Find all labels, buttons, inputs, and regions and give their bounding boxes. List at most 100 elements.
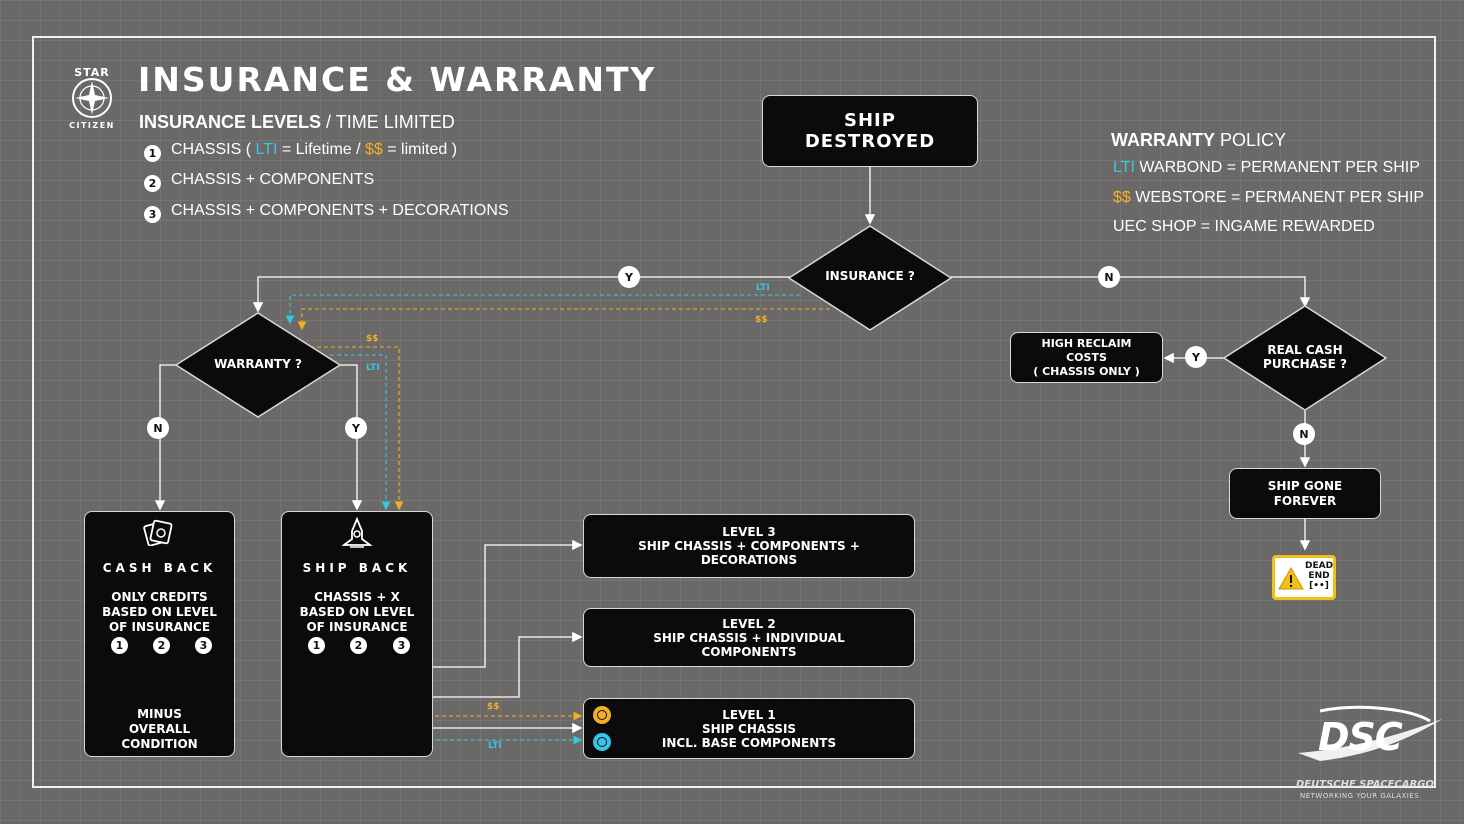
edge-money-insurance-warranty: [297, 308, 830, 331]
warranty-diamond: [175, 312, 341, 418]
levels-heading-rest: / TIME LIMITED: [326, 112, 455, 132]
logo-top-text: STAR: [74, 66, 110, 79]
cash-back-num-1: 1: [111, 637, 128, 654]
warranty-item-1-tag: LTI: [1113, 159, 1135, 176]
warranty-question: WARRANTY ?: [214, 357, 302, 371]
realcash-no-badge: N: [1293, 423, 1315, 445]
edge-lti-insurance-warranty: [285, 294, 800, 325]
edge-insurance-no: [950, 276, 1311, 308]
level-2-node: LEVEL 2 SHIP CHASSIS + INDIVIDUAL COMPON…: [583, 608, 915, 667]
level-1-lti: LTI: [255, 141, 278, 158]
cash-back-result-3: CONDITION: [121, 737, 198, 751]
logo-bottom-text: CITIZEN: [69, 121, 115, 130]
warranty-item-3: UEC SHOP = INGAME REWARDED: [1113, 218, 1375, 235]
levels-heading: INSURANCE LEVELS / TIME LIMITED: [139, 112, 455, 133]
warranty-item-1: LTI WARBOND = PERMANENT PER SHIP: [1113, 159, 1420, 177]
lti-tag-warranty: LTI: [366, 363, 380, 373]
warranty-item-2: $$ WEBSTORE = PERMANENT PER SHIP: [1113, 189, 1424, 207]
realcash-yes-badge: Y: [1185, 346, 1207, 368]
warranty-item-1-text: WARBOND = PERMANENT PER SHIP: [1139, 159, 1420, 176]
page-title: INSURANCE & WARRANTY: [138, 60, 657, 99]
high-reclaim-line-1: HIGH RECLAIM: [1041, 336, 1132, 350]
cash-back-desc-1: ONLY CREDITS: [111, 590, 208, 604]
real-cash-question: REAL CASH PURCHASE ?: [1235, 343, 1375, 371]
dsc-logo-text: DSC: [1318, 715, 1403, 759]
ship-gone-node: SHIP GONE FOREVER: [1229, 468, 1381, 519]
level-3-node: LEVEL 3 SHIP CHASSIS + COMPONENTS + DECO…: [583, 514, 915, 578]
high-reclaim-node: HIGH RECLAIM COSTS ( CHASSIS ONLY ): [1010, 332, 1163, 383]
cash-back-card: [84, 511, 235, 757]
ship-gone-line-1: SHIP GONE: [1267, 478, 1343, 493]
warranty-item-2-tag: $$: [1113, 189, 1131, 206]
ship-back-num-1: 1: [308, 637, 325, 654]
ship-destroyed-line-1: SHIP: [844, 110, 896, 131]
dead-end-line-3: [••]: [1309, 581, 1329, 591]
level-1-line-2: SHIP CHASSIS: [701, 721, 797, 736]
warranty-heading-bold: WARRANTY: [1111, 130, 1215, 150]
level-2-text: CHASSIS + COMPONENTS: [171, 171, 375, 188]
ship-gone-line-2: FOREVER: [1273, 493, 1337, 508]
insurance-diamond: [788, 225, 952, 331]
warranty-item-2-text: WEBSTORE = PERMANENT PER SHIP: [1135, 189, 1425, 206]
level-1-text: CHASSIS ( LTI = Lifetime / $$ = limited …: [171, 141, 457, 159]
money-clock-icon: [593, 706, 611, 724]
insurance-question: INSURANCE ?: [825, 269, 915, 283]
cash-back-result-2: OVERALL: [128, 722, 191, 736]
warranty-heading-rest: POLICY: [1220, 130, 1287, 150]
high-reclaim-line-2: COSTS: [1066, 350, 1107, 364]
level-1-line-1: LEVEL 1: [722, 707, 776, 722]
insurance-yes-badge: Y: [618, 266, 640, 288]
dsc-swoosh-icon: [1298, 705, 1442, 761]
level-1-part-a: CHASSIS (: [171, 141, 252, 158]
level-1-part-c: = limited ): [387, 141, 458, 158]
level-1-node: LEVEL 1 SHIP CHASSIS INCL. BASE COMPONEN…: [583, 698, 915, 759]
outer-frame: [32, 36, 1436, 788]
money-tag-insurance: $$: [755, 315, 768, 325]
dsc-company-name: DEUTSCHE SPACECARGO: [1296, 779, 1434, 790]
insurance-no-badge: N: [1098, 266, 1120, 288]
level-2-line-3: COMPONENTS: [701, 644, 797, 659]
ship-back-desc-2: BASED ON LEVEL: [299, 605, 415, 619]
real-cash-line-2: PURCHASE ?: [1263, 357, 1347, 371]
level-2-badge: 2: [144, 175, 161, 192]
cash-back-result-1: MINUS: [137, 707, 182, 721]
levels-heading-bold: INSURANCE LEVELS: [139, 112, 322, 132]
level-1-part-b: = Lifetime /: [281, 141, 361, 158]
ship-destroyed-node: SHIP DESTROYED: [762, 95, 978, 167]
dsc-tagline: NETWORKING YOUR GALAXIES: [1300, 792, 1420, 800]
edge-lti-warranty-shipback: [330, 354, 391, 511]
level-3-line-3: DECORATIONS: [700, 553, 798, 567]
cash-back-desc-2: BASED ON LEVEL: [102, 605, 217, 619]
cash-back-num-2: 2: [153, 637, 170, 654]
high-reclaim-line-3: ( CHASSIS ONLY ): [1033, 364, 1140, 378]
edge-money-level1: [321, 654, 583, 721]
real-cash-line-1: REAL CASH: [1267, 343, 1343, 357]
warning-icon: [1278, 567, 1304, 590]
ship-back-card: [281, 511, 433, 757]
level-1-badge: 1: [144, 145, 161, 162]
cash-back-desc-3: OF INSURANCE: [108, 620, 211, 634]
dead-end-line-1: DEAD: [1305, 561, 1334, 571]
ship-back-desc: CHASSIS + X BASED ON LEVEL OF INSURANCE: [281, 590, 433, 635]
warranty-yes-badge: Y: [345, 417, 367, 439]
edge-warranty-yes: [338, 364, 363, 511]
warranty-no-badge: N: [147, 417, 169, 439]
compass-icon: [72, 78, 112, 118]
edge-money-warranty-shipback: [310, 346, 404, 511]
dead-end-line-2: END: [1308, 571, 1330, 581]
cash-icon: [143, 519, 173, 546]
cash-back-title: CASH BACK: [102, 561, 217, 575]
ship-back-desc-3: OF INSURANCE: [306, 620, 408, 634]
star-citizen-logo: STAR CITIZEN: [62, 66, 122, 132]
edge-insurance-yes: [252, 276, 790, 313]
level-3-badge: 3: [144, 206, 161, 223]
dead-end-sign: DEAD END [••]: [1272, 555, 1336, 600]
ship-back-num-2: 2: [350, 637, 367, 654]
money-tag-warranty: $$: [366, 334, 379, 344]
warranty-policy-heading: WARRANTY POLICY: [1111, 130, 1286, 151]
level-2-line-2: SHIP CHASSIS + INDIVIDUAL: [653, 630, 845, 645]
dsc-logo: DSC DEUTSCHE SPACECARGO NETWORKING YOUR …: [1290, 705, 1450, 801]
money-tag-level1: $$: [487, 702, 500, 712]
level-1-money: $$: [365, 141, 383, 158]
lti-tag-level1: LTI: [488, 741, 502, 751]
